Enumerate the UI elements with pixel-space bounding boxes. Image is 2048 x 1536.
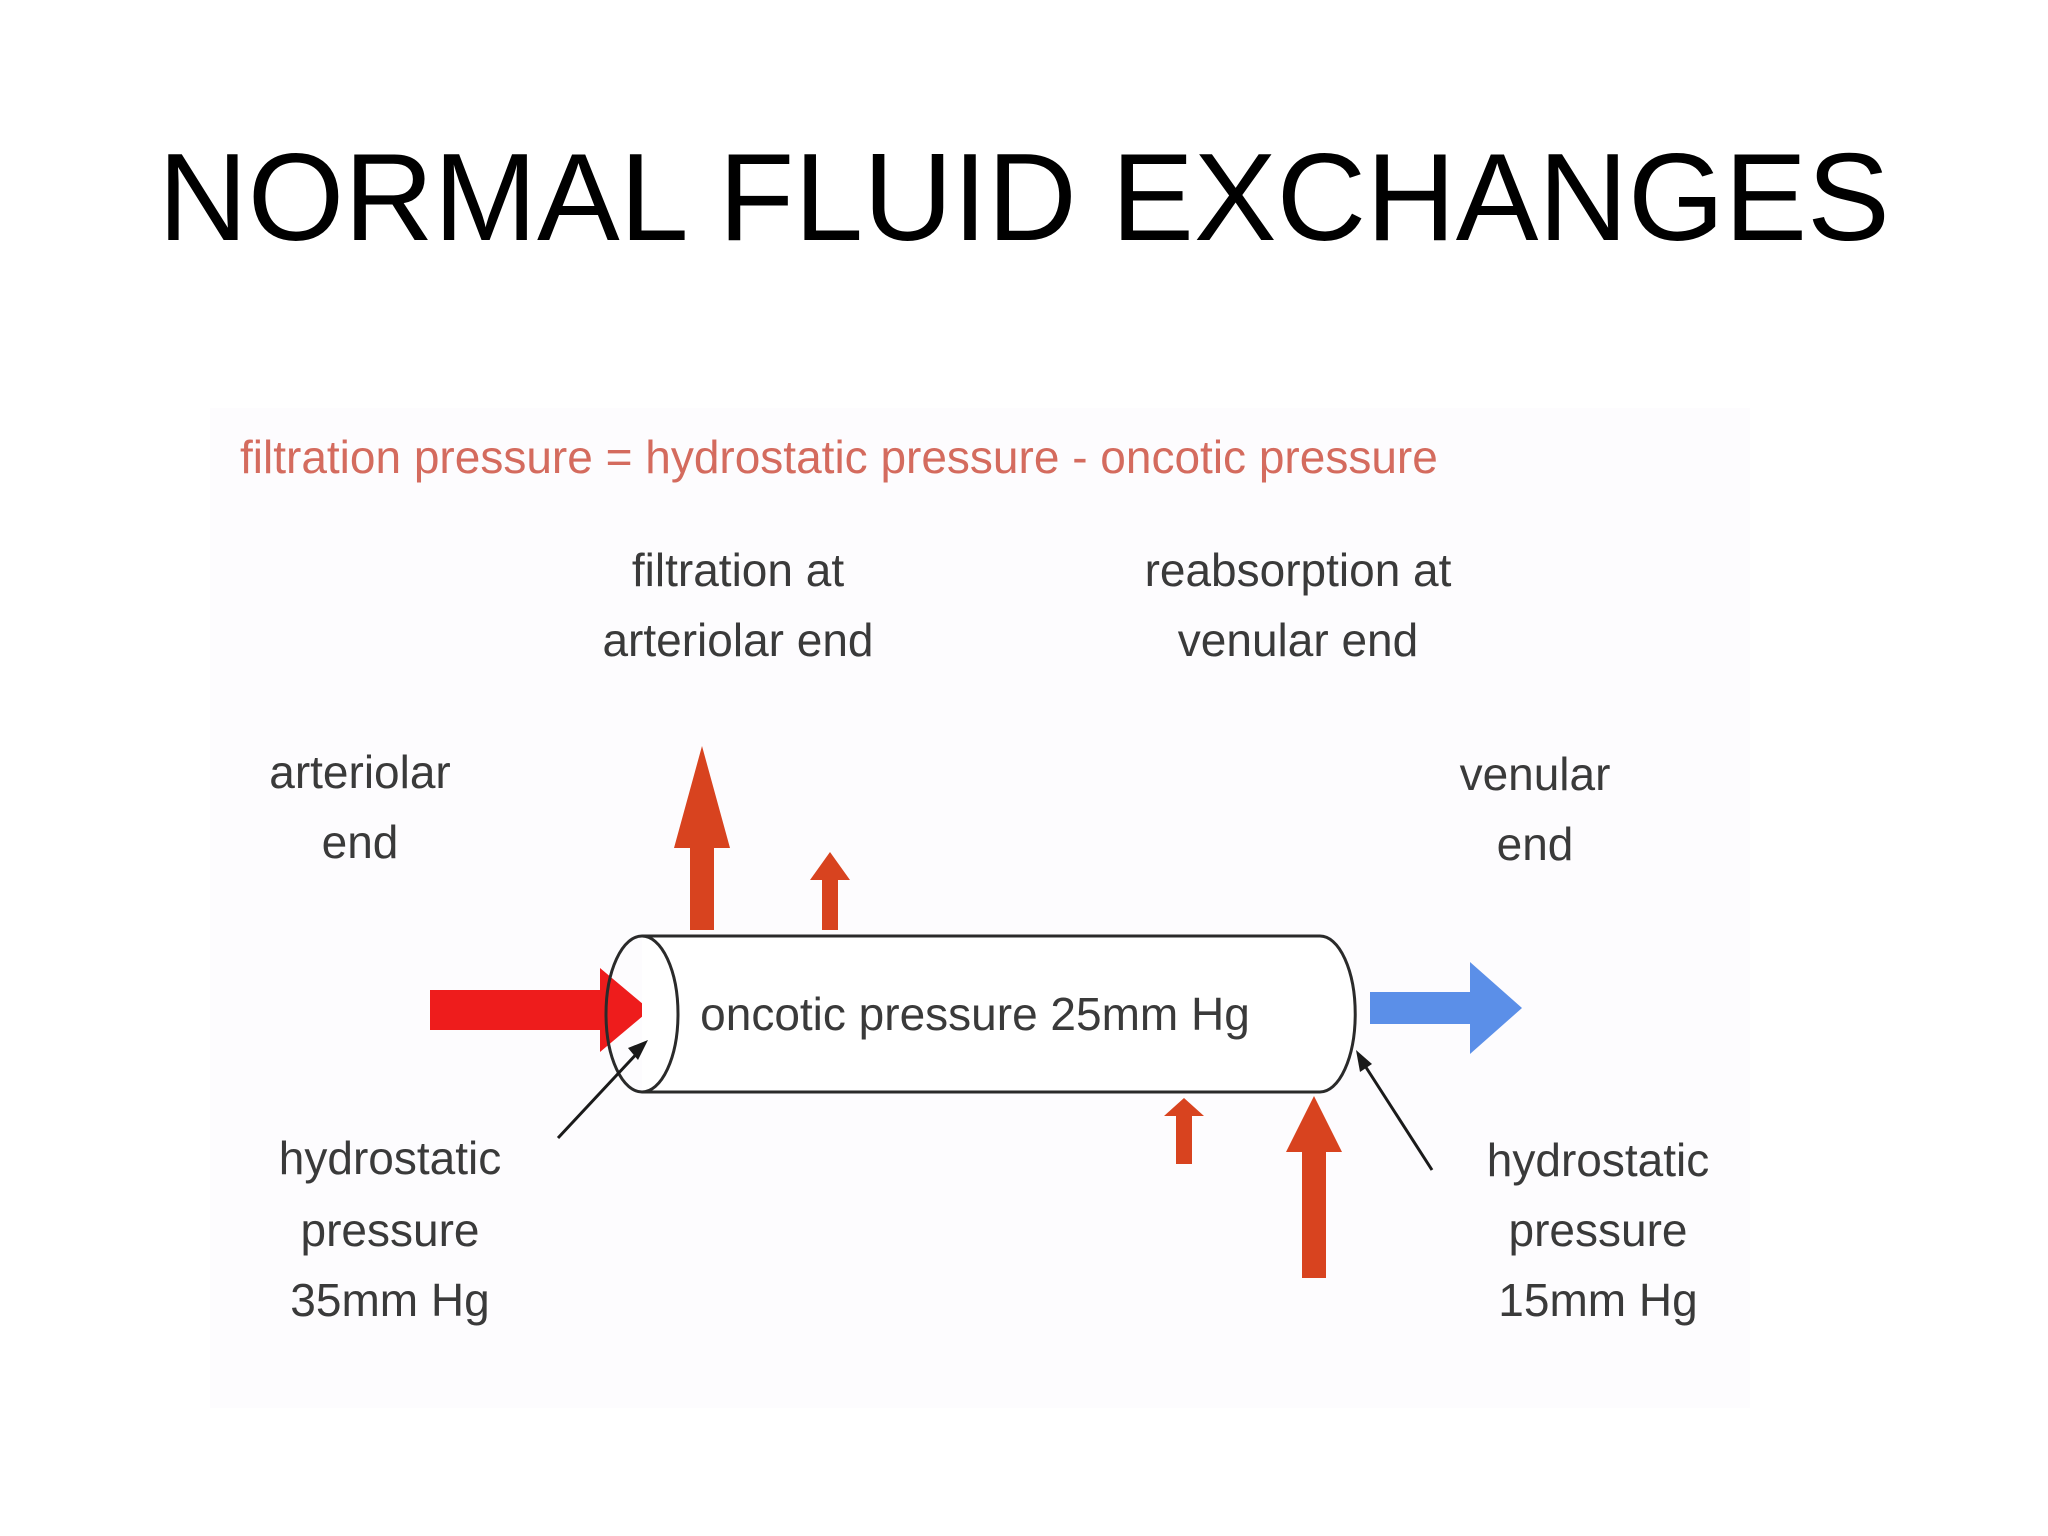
small-filtration-arrow: [810, 852, 850, 930]
hydrostatic-right-pointer: [1358, 1057, 1434, 1171]
hydrostatic-left-line-2: pressure: [301, 1204, 480, 1256]
hydrostatic-left-line-3: 35mm Hg: [290, 1274, 489, 1326]
hydrostatic-right-line-2: pressure: [1509, 1204, 1688, 1256]
fluid-exchange-diagram: filtration pressure = hydrostatic pressu…: [210, 408, 1750, 1408]
arterial-inflow-arrow: [430, 968, 650, 1052]
arteriolar-end-label-line-1: arteriolar: [269, 746, 451, 798]
capillary-vessel: [642, 934, 1357, 1094]
hydrostatic-left-line-1: hydrostatic: [279, 1132, 501, 1184]
oncotic-pressure-label: oncotic pressure 25mm Hg: [700, 988, 1250, 1040]
hydrostatic-left-pointer-head: [628, 1040, 648, 1060]
small-reabsorption-arrow: [1164, 1098, 1204, 1164]
reabsorption-label-line-1: reabsorption at: [1145, 544, 1452, 596]
venous-outflow-arrow: [1370, 962, 1522, 1054]
venular-end-label-line-1: venular: [1460, 748, 1611, 800]
hydrostatic-right-pointer-head: [1356, 1050, 1372, 1072]
large-filtration-arrow: [674, 746, 730, 930]
large-reabsorption-arrow: [1286, 1096, 1342, 1278]
vessel-opening: [604, 934, 680, 1094]
diagram-canvas: filtration pressure = hydrostatic pressu…: [240, 431, 1709, 1326]
filtration-formula: filtration pressure = hydrostatic pressu…: [240, 431, 1438, 483]
hydrostatic-left-pointer: [556, 1046, 644, 1140]
hydrostatic-right-line-1: hydrostatic: [1487, 1134, 1709, 1186]
slide-title: NORMAL FLUID EXCHANGES: [158, 129, 1890, 267]
filtration-label-line-1: filtration at: [632, 544, 844, 596]
filtration-label-line-2: arteriolar end: [602, 614, 873, 666]
arteriolar-end-label-line-2: end: [322, 816, 399, 868]
hydrostatic-right-line-3: 15mm Hg: [1498, 1274, 1697, 1326]
reabsorption-label-line-2: venular end: [1178, 614, 1418, 666]
venular-end-label-line-2: end: [1497, 818, 1574, 870]
